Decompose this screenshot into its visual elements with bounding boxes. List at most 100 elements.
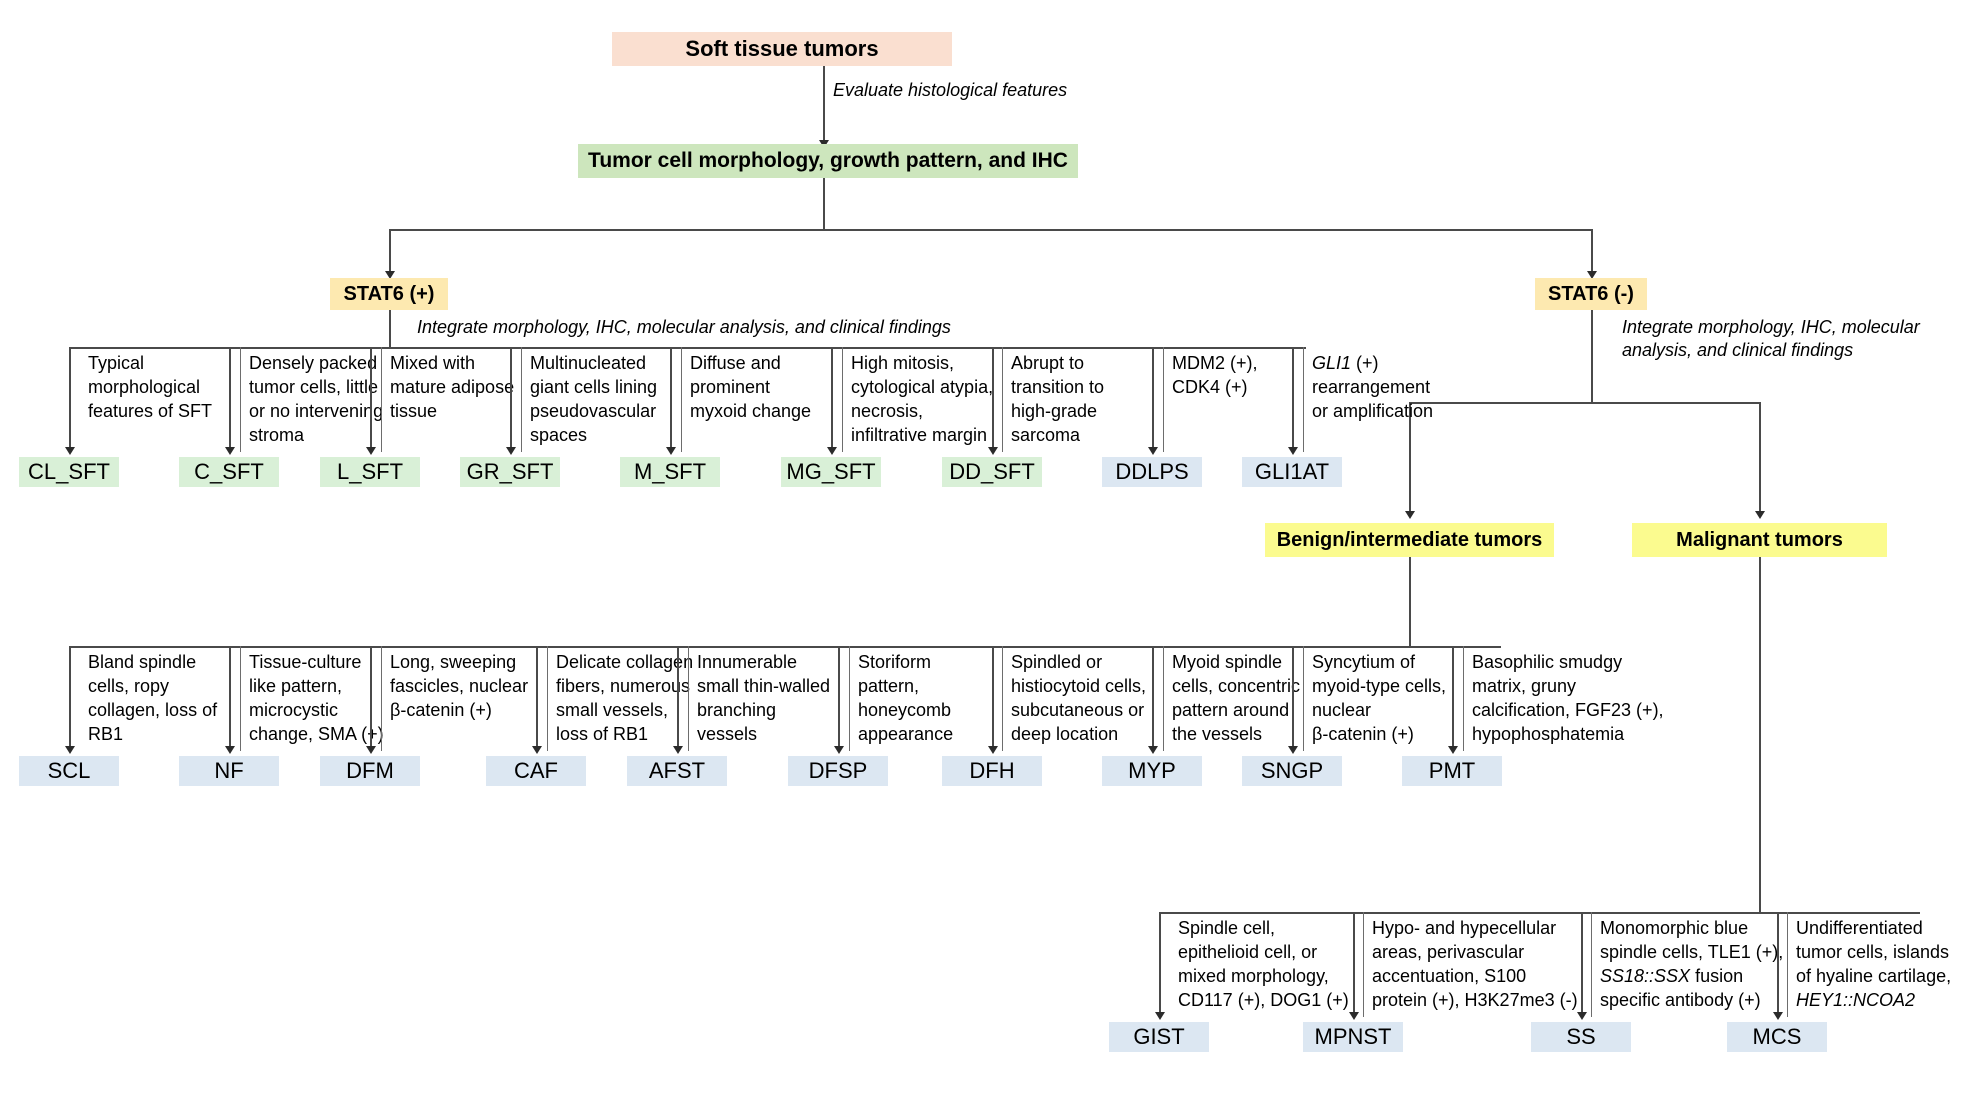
connector-benign-malignant-split xyxy=(1409,402,1760,404)
connector-level2-down xyxy=(823,178,825,230)
description-separator xyxy=(1303,646,1304,751)
connector-arrowhead xyxy=(225,746,235,754)
connector-drop xyxy=(229,347,231,448)
connector-arrowhead xyxy=(65,447,75,455)
connector-drop xyxy=(1777,912,1779,1013)
connector-arrowhead xyxy=(1148,447,1158,455)
description-separator xyxy=(1002,646,1003,751)
connector-arrowhead xyxy=(1288,447,1298,455)
arrow-to-malignant xyxy=(1755,511,1765,519)
node-stat6-negative: STAT6 (-) xyxy=(1535,278,1647,310)
description-separator xyxy=(1163,646,1164,751)
connector-arrowhead xyxy=(988,447,998,455)
leaf-dfh: DFH xyxy=(942,756,1042,786)
note-integrate-right: Integrate morphology, IHC, molecular ana… xyxy=(1622,317,1920,361)
description-separator xyxy=(849,646,850,751)
connector-drop xyxy=(1292,646,1294,747)
connector-to-stat6-neg xyxy=(1591,229,1593,273)
description-separator xyxy=(521,347,522,452)
leaf-caf: CAF xyxy=(486,756,586,786)
leaf-dfsp: DFSP xyxy=(788,756,888,786)
leaf-mpnst: MPNST xyxy=(1303,1022,1403,1052)
connector-drop xyxy=(831,347,833,448)
connector-arrowhead xyxy=(366,746,376,754)
node-stat6-positive: STAT6 (+) xyxy=(330,278,448,310)
connector-stat6-pos-down xyxy=(389,310,391,348)
leaf-c_sft: C_SFT xyxy=(179,457,279,487)
leaf-cl_sft: CL_SFT xyxy=(19,457,119,487)
description-separator xyxy=(1303,347,1304,452)
connector-arrowhead xyxy=(1448,746,1458,754)
connector-drop xyxy=(992,646,994,747)
connector-drop xyxy=(1581,912,1583,1013)
connector-drop xyxy=(1452,646,1454,747)
connector-stat6-split xyxy=(389,229,1592,231)
description-separator xyxy=(1363,912,1364,1017)
connector-arrowhead xyxy=(834,746,844,754)
note-integrate-left: Integrate morphology, IHC, molecular ana… xyxy=(417,317,951,337)
connector-root-to-level2 xyxy=(823,66,825,142)
description-separator xyxy=(842,347,843,452)
connector-arrowhead xyxy=(506,447,516,455)
connector-drop xyxy=(1159,912,1161,1013)
connector-drop xyxy=(1292,347,1294,448)
connector-to-stat6-pos xyxy=(389,229,391,273)
leaf-gli1at: GLI1AT xyxy=(1242,457,1342,487)
leaf-l_sft: L_SFT xyxy=(320,457,420,487)
connector-arrowhead xyxy=(65,746,75,754)
connector-arrowhead xyxy=(666,447,676,455)
leaf-m_sft: M_SFT xyxy=(620,457,720,487)
connector-drop xyxy=(670,347,672,448)
connector-drop xyxy=(536,646,538,747)
leaf-nf: NF xyxy=(179,756,279,786)
connector-malignant-row-bus xyxy=(1159,912,1920,914)
connector-drop xyxy=(1353,912,1355,1013)
connector-arrowhead xyxy=(1155,1012,1165,1020)
leaf-gist: GIST xyxy=(1109,1022,1209,1052)
leaf-dd_sft: DD_SFT xyxy=(942,457,1042,487)
connector-benign-row-bus xyxy=(69,646,1501,648)
connector-arrowhead xyxy=(1773,1012,1783,1020)
leaf-ss: SS xyxy=(1531,1022,1631,1052)
connector-drop xyxy=(229,646,231,747)
connector-drop xyxy=(510,347,512,448)
leaf-gr_sft: GR_SFT xyxy=(460,457,560,487)
description-text: MDM2 (+),CDK4 (+) xyxy=(1172,353,1258,397)
connector-arrowhead xyxy=(988,746,998,754)
connector-drop xyxy=(69,646,71,747)
arrow-to-stat6-pos xyxy=(385,271,395,279)
description-separator xyxy=(547,646,548,751)
connector-arrowhead xyxy=(366,447,376,455)
description-separator xyxy=(1002,347,1003,452)
connector-drop xyxy=(677,646,679,747)
description-separator xyxy=(1463,646,1464,751)
arrow-to-benign xyxy=(1405,511,1415,519)
connector-drop xyxy=(1152,347,1154,448)
connector-drop xyxy=(69,347,71,448)
description-separator xyxy=(381,646,382,751)
leaf-mcs: MCS xyxy=(1727,1022,1827,1052)
connector-drop xyxy=(838,646,840,747)
node-malignant-tumors: Malignant tumors xyxy=(1632,523,1887,557)
leaf-scl: SCL xyxy=(19,756,119,786)
connector-arrowhead xyxy=(1577,1012,1587,1020)
connector-drop xyxy=(992,347,994,448)
